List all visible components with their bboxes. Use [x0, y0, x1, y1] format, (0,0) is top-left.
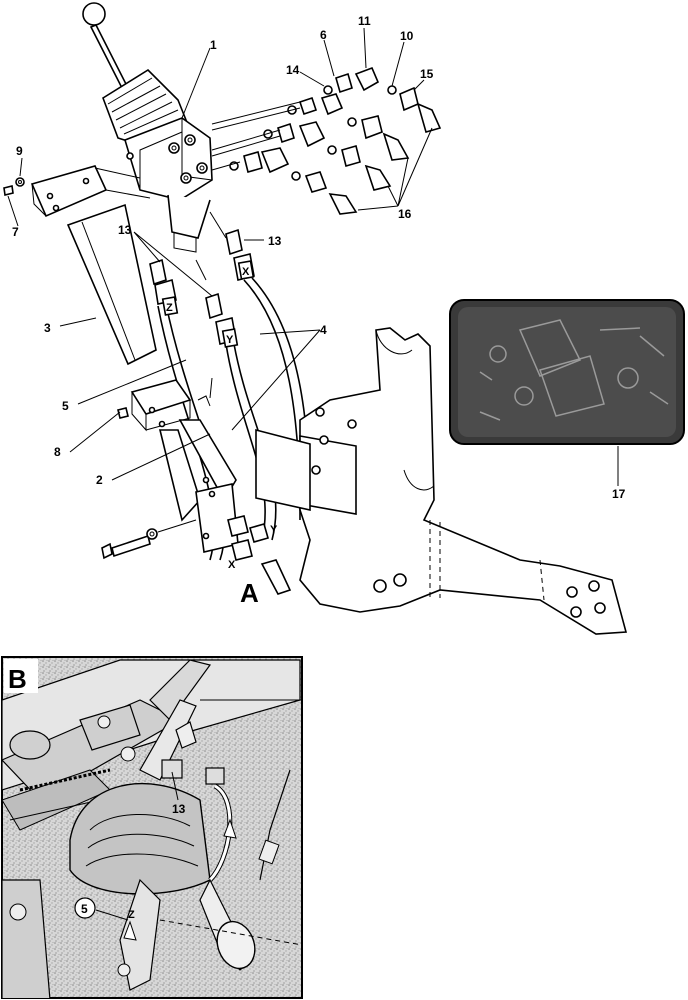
callout-13-left: 13 — [118, 223, 132, 237]
callout-8: 8 — [54, 445, 61, 459]
callout-14: 14 — [286, 63, 300, 77]
mounting-bracket — [30, 165, 157, 366]
callout-6: 6 — [320, 28, 327, 42]
callout-13-right: 13 — [268, 234, 282, 248]
callout-15: 15 — [420, 67, 434, 81]
callout-labels: 1 6 11 10 14 15 16 9 7 13 13 3 4 5 8 2 1… — [12, 14, 626, 501]
callout-1: 1 — [210, 38, 217, 52]
callout-7: 7 — [12, 225, 19, 239]
screw-washer-pair — [3, 177, 25, 196]
view-b-callout-13: 13 — [172, 802, 186, 816]
hose-fittings — [149, 228, 255, 345]
port-letter-y: Y — [226, 334, 234, 346]
callout-11: 11 — [358, 14, 371, 28]
port-letter-z: Z — [166, 302, 173, 314]
bolt-assembly — [101, 515, 292, 595]
callout-10: 10 — [400, 29, 414, 43]
callout-2: 2 — [96, 473, 103, 487]
callout-16: 16 — [398, 207, 412, 221]
view-b-callout-5: 5 — [81, 902, 88, 916]
callout-4: 4 — [320, 323, 327, 337]
view-b-port-letter-z: Z — [128, 909, 135, 921]
valve-fittings — [211, 66, 442, 215]
port-letter-y-fitting: Y — [270, 524, 278, 536]
callout-5: 5 — [62, 399, 69, 413]
callout-17: 17 — [612, 487, 626, 501]
view-b-label: B — [8, 664, 27, 694]
inset-photo-17 — [449, 299, 685, 445]
joystick-lever — [82, 2, 130, 92]
view-a: 1 6 11 10 14 15 16 9 7 13 13 3 4 5 8 2 1… — [3, 2, 685, 635]
callout-9: 9 — [16, 144, 23, 158]
mounting-frame — [255, 327, 628, 635]
callout-leaders — [7, 27, 619, 486]
joystick-valve-body — [124, 117, 213, 253]
view-b: 13 5 Z B — [1, 656, 303, 999]
callout-3: 3 — [44, 321, 51, 335]
port-letter-x-fitting: X — [228, 559, 236, 571]
port-letter-x: X — [242, 266, 250, 278]
port-letters: Z Y X Y X — [161, 260, 278, 571]
view-a-label: A — [240, 578, 259, 608]
